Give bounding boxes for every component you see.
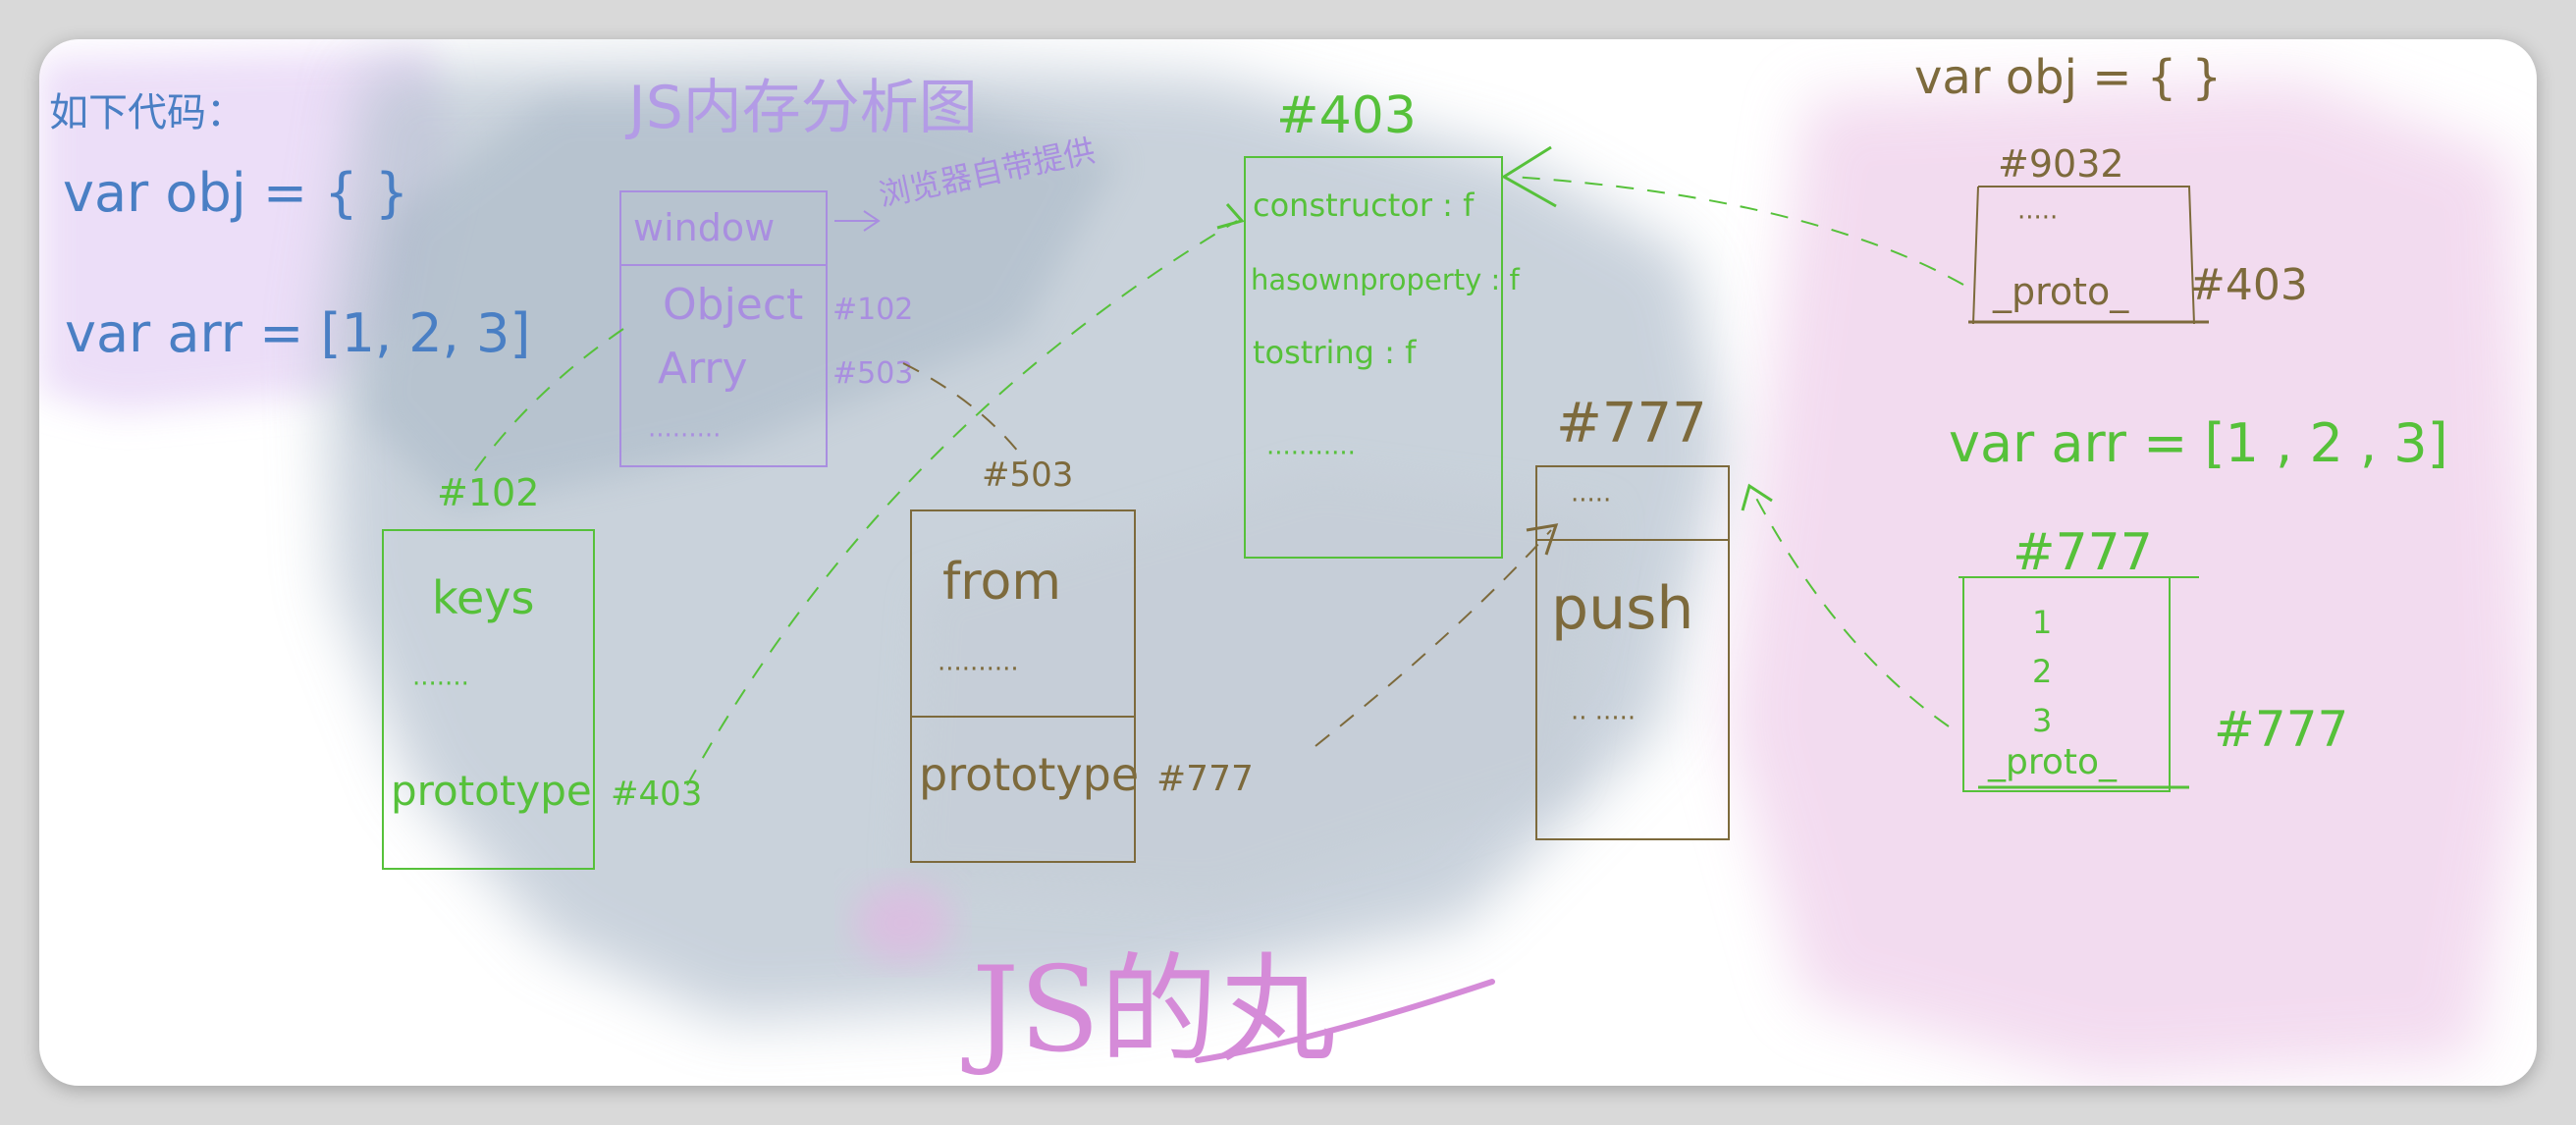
arrow-window-to-102 — [470, 328, 624, 477]
box-403-tostring: tostring : f — [1253, 334, 1417, 371]
diagram-title: JS内存分析图 — [624, 74, 978, 142]
window-box-more: ········· — [648, 421, 721, 451]
arrow-arr-to-777 — [1751, 490, 1950, 727]
arrowhead-403-right — [1501, 145, 1557, 208]
arrow-window-to-503 — [902, 362, 1027, 462]
box-arr-proto: _proto_ — [1987, 742, 2118, 782]
arrowhead-777-left — [1526, 523, 1559, 556]
window-box-object: Object — [663, 280, 803, 330]
box-102-ref: #403 — [611, 775, 702, 814]
arrow-503-to-777 — [1315, 529, 1552, 747]
box-102-id: #102 — [437, 471, 539, 514]
box-102-keys: keys — [432, 571, 535, 624]
box-arr-id: #777 — [2012, 523, 2153, 582]
footer-flourish — [1195, 979, 1495, 1063]
box-503-prototype: prototype — [919, 748, 1139, 801]
box-503-from: from — [942, 553, 1061, 612]
code-note-arr-line: var arr = [1, 2, 3] — [65, 302, 530, 364]
arr-code: var arr = [1 , 2 , 3] — [1949, 412, 2448, 474]
box-102-more: ······· — [412, 670, 469, 699]
pink-blot-bottom — [854, 884, 952, 962]
slate-wash-center — [324, 59, 1728, 1021]
box-777: #777 ····· push ·· ····· — [1535, 392, 1730, 840]
box-9032-id: #9032 — [1998, 142, 2124, 186]
arrow-9032-to-403 — [1511, 176, 1964, 286]
box-9032-proto: _proto_ — [1992, 270, 2129, 313]
box-9032: #9032 ····· _proto_ #403 — [1968, 142, 2308, 325]
box-arr-item-2: 2 — [2032, 653, 2052, 690]
arrowhead-403-left — [1216, 203, 1245, 230]
box-503-more: ·········· — [938, 655, 1019, 684]
box-777-more: ·· ····· — [1571, 704, 1636, 733]
box-503-ref: #777 — [1156, 759, 1254, 799]
box-102-prototype: prototype — [391, 767, 592, 815]
box-403: #403 constructor : f hasownproperty : f … — [1244, 86, 1520, 559]
box-arr-ref: #777 — [2214, 701, 2348, 758]
box-9032-more: ····· — [2017, 203, 2058, 233]
window-box: window Object Arry ········· #102 #503 — [619, 190, 913, 467]
box-403-hasownproperty: hasownproperty : f — [1251, 263, 1520, 296]
code-note-heading: 如下代码： — [49, 90, 245, 135]
box-102: #102 keys ······· prototype #403 — [382, 471, 702, 870]
memory-diagram: 如下代码： var obj = { } var arr = [1, 2, 3] … — [39, 49, 2533, 1080]
box-777-id: #777 — [1556, 392, 1707, 455]
whiteboard-canvas: 如下代码： var obj = { } var arr = [1, 2, 3] … — [39, 39, 2537, 1086]
arrowheads — [1216, 145, 1773, 556]
window-box-ref-102: #102 — [832, 293, 913, 327]
arrowhead-777-right — [1741, 483, 1773, 511]
box-403-constructor: constructor : f — [1253, 187, 1475, 224]
connectors — [470, 176, 1964, 786]
box-777-push: push — [1551, 574, 1693, 643]
window-box-ref-503: #503 — [832, 356, 913, 391]
box-arr: #777 1 2 3 _proto_ #777 — [1959, 523, 2348, 792]
box-777-more-top: ····· — [1571, 486, 1611, 515]
window-box-arry: Arry — [658, 344, 748, 394]
box-403-id: #403 — [1276, 86, 1417, 145]
pink-wash-right — [1728, 79, 2533, 1080]
box-9032-ref: #403 — [2189, 260, 2308, 310]
box-arr-item-1: 1 — [2032, 604, 2052, 641]
code-note: 如下代码： var obj = { } var arr = [1, 2, 3] — [49, 90, 530, 364]
window-box-title: window — [633, 206, 775, 249]
box-503-id: #503 — [982, 455, 1073, 495]
code-note-obj-line: var obj = { } — [63, 162, 408, 224]
obj-code: var obj = { } — [1914, 50, 2222, 105]
box-503: #503 from ·········· prototype #777 — [910, 455, 1254, 863]
box-403-more: ··········· — [1266, 439, 1356, 468]
box-arr-item-3: 3 — [2032, 702, 2052, 739]
footer-title: JS的丸 — [961, 942, 1335, 1079]
